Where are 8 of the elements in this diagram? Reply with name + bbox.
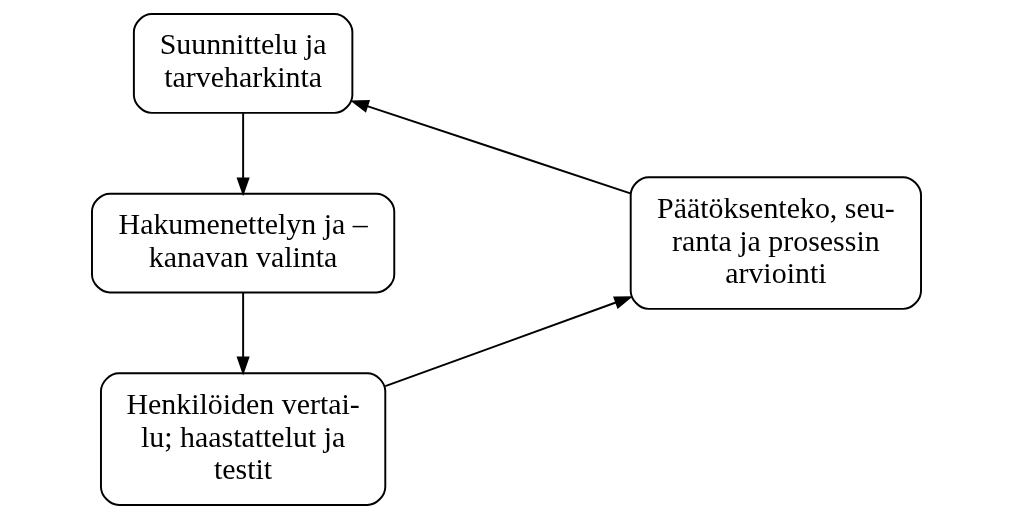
arrow bbox=[236, 291, 250, 376]
arrow bbox=[383, 296, 633, 388]
node-box: Suunnittelu ja tarveharkinta bbox=[132, 13, 353, 114]
arrow bbox=[236, 112, 250, 197]
node-box: Henkilöiden vertai- lu; haastattelut ja testit bbox=[99, 372, 386, 506]
node-box: Päätöksenteko, seu- ranta ja prosessin arviointi bbox=[629, 176, 922, 310]
arrow bbox=[349, 100, 631, 195]
node-box: Hakumenettelyn ja – kanavan valinta bbox=[90, 192, 395, 294]
